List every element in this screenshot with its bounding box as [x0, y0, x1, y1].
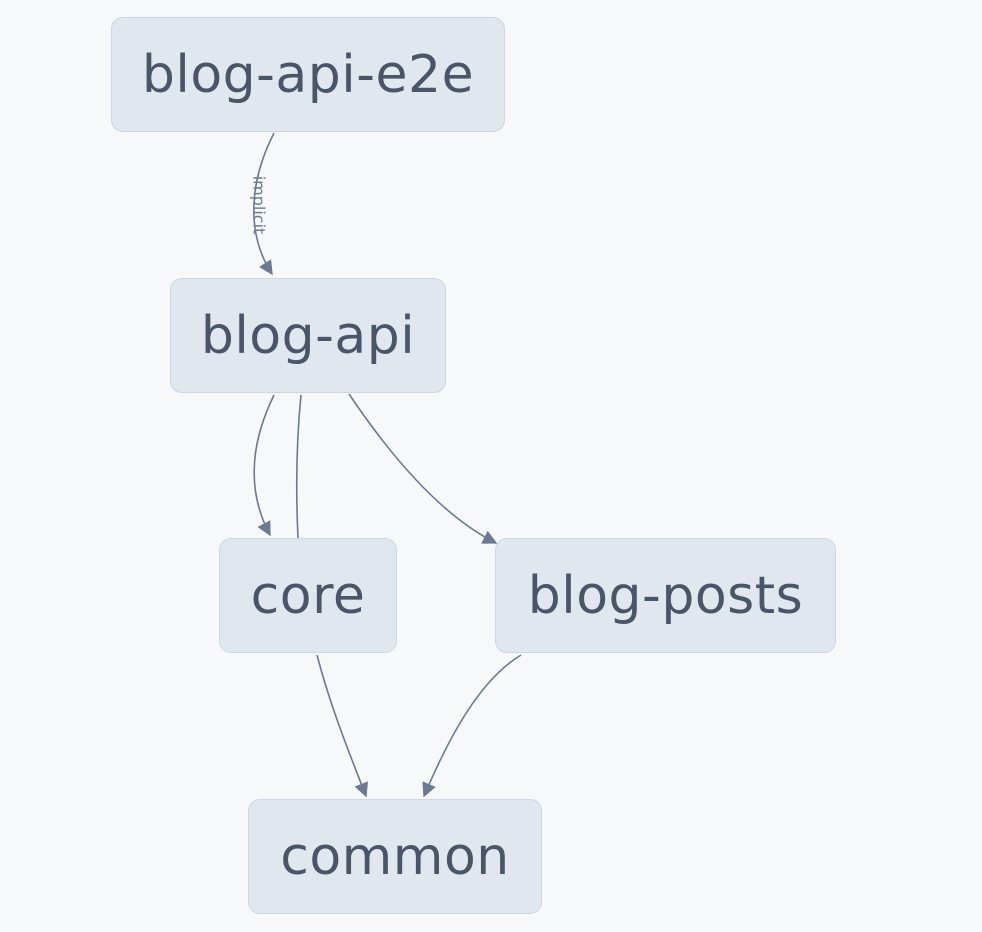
node-core[interactable]: core [219, 538, 397, 653]
edge-blog-api-to-core-secondary [295, 394, 302, 539]
node-blog-posts[interactable]: blog-posts [495, 538, 836, 653]
edge-blog-api-to-blog-posts [348, 393, 498, 544]
node-label: blog-api [200, 305, 416, 366]
edge-core-to-common [316, 654, 368, 798]
node-common[interactable]: common [248, 799, 542, 914]
node-label: blog-api-e2e [141, 44, 475, 105]
node-label: blog-posts [527, 565, 804, 626]
edge-blog-posts-to-common [422, 654, 522, 798]
edge-blog-api-e2e-to-blog-api [252, 132, 275, 276]
node-blog-api-e2e[interactable]: blog-api-e2e [111, 17, 505, 132]
edge-blog-api-to-core [253, 394, 275, 537]
node-label: common [280, 826, 510, 887]
edge-label-implicit: implicit [250, 176, 269, 235]
node-label: core [250, 565, 366, 626]
node-blog-api[interactable]: blog-api [170, 278, 446, 393]
